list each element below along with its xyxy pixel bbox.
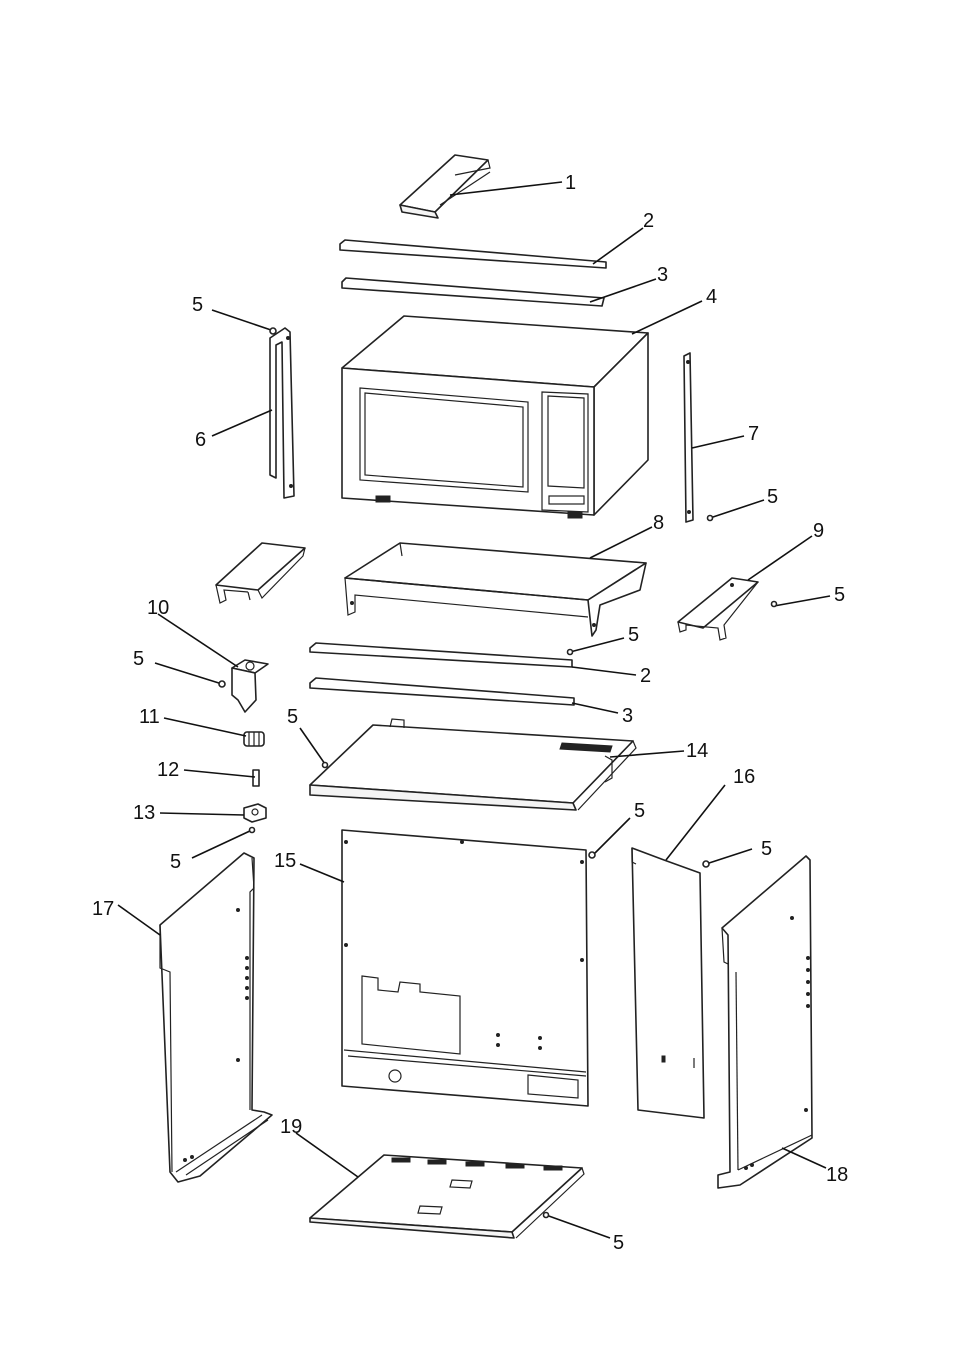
callout-5e: 5 bbox=[628, 624, 639, 646]
part-13-hub bbox=[244, 804, 266, 822]
part-18-right-side-panel bbox=[718, 856, 812, 1188]
part-3-upper-trim-strip bbox=[342, 278, 604, 306]
callout-11: 11 bbox=[139, 706, 160, 728]
callout-5c: 5 bbox=[834, 584, 845, 606]
part-2-lower-trim-strip bbox=[310, 643, 572, 667]
callout-2b: 2 bbox=[640, 665, 651, 687]
callout-5g: 5 bbox=[634, 800, 645, 822]
part-10-motor-bracket bbox=[232, 660, 268, 712]
part-8-tray-frame bbox=[345, 543, 646, 636]
part-12-coupler bbox=[253, 770, 259, 786]
callout-1: 1 bbox=[565, 172, 576, 194]
callout-5i: 5 bbox=[170, 851, 181, 873]
callout-18: 18 bbox=[826, 1164, 848, 1186]
callout-5f: 5 bbox=[287, 706, 298, 728]
callout-12: 12 bbox=[157, 759, 179, 781]
callout-5b: 5 bbox=[767, 486, 778, 508]
part-9-right-bracket bbox=[678, 578, 758, 640]
callout-9: 9 bbox=[813, 520, 824, 542]
callout-17: 17 bbox=[92, 898, 114, 920]
part-14-ceiling-panel bbox=[310, 719, 636, 810]
callout-13: 13 bbox=[133, 802, 155, 824]
callout-19: 19 bbox=[280, 1116, 302, 1138]
part-19-floor-panel bbox=[310, 1155, 584, 1238]
callout-3b: 3 bbox=[622, 705, 633, 727]
callout-5h: 5 bbox=[761, 838, 772, 860]
callout-16: 16 bbox=[733, 766, 755, 788]
callout-5d: 5 bbox=[133, 648, 144, 670]
part-16-inner-side-panel bbox=[632, 848, 704, 1118]
callout-15: 15 bbox=[274, 850, 296, 872]
part-2-upper-trim-strip bbox=[340, 240, 606, 268]
callout-4: 4 bbox=[706, 286, 717, 308]
callout-2a: 2 bbox=[643, 210, 654, 232]
left-side-bracket bbox=[216, 543, 305, 603]
callout-3a: 3 bbox=[657, 264, 668, 286]
part-4-microwave-oven bbox=[342, 316, 648, 518]
part-1-top-bracket bbox=[400, 155, 490, 218]
part-17-left-side-panel bbox=[160, 853, 272, 1182]
part-6-left-rail bbox=[270, 328, 294, 498]
callout-7: 7 bbox=[748, 423, 759, 445]
part-15-back-panel bbox=[342, 830, 588, 1106]
part-11-motor bbox=[244, 732, 264, 746]
callout-5j: 5 bbox=[613, 1232, 624, 1254]
callout-8: 8 bbox=[653, 512, 664, 534]
part-3-lower-trim-strip bbox=[310, 678, 574, 705]
callout-5a: 5 bbox=[192, 294, 203, 316]
callout-10: 10 bbox=[147, 597, 169, 619]
part-7-right-rail bbox=[684, 353, 693, 522]
callout-6: 6 bbox=[195, 429, 206, 451]
callout-14: 14 bbox=[686, 740, 708, 762]
